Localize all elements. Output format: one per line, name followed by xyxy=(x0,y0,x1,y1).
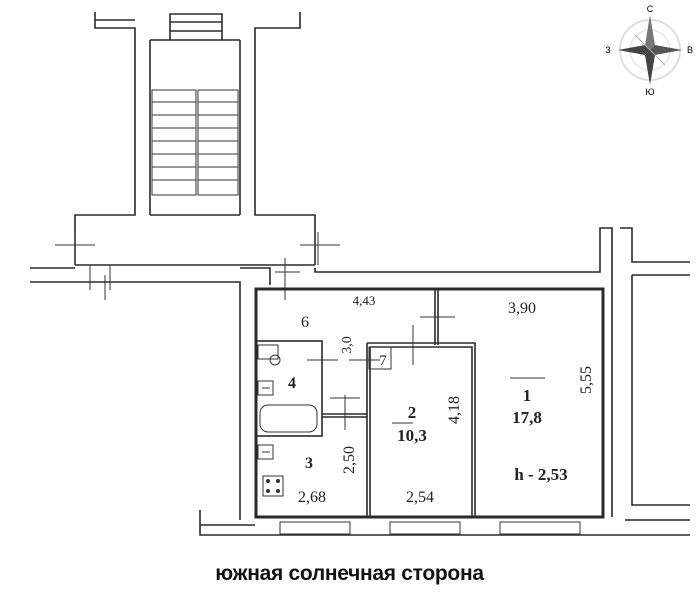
sink-icon xyxy=(257,380,274,396)
bathtub-icon xyxy=(259,404,318,433)
orientation-caption: южная солнечная сторона xyxy=(215,562,484,585)
dim-3-90: 3,90 xyxy=(508,300,536,317)
dim-3-0: 3,0 xyxy=(340,336,355,354)
dim-5-55: 5,55 xyxy=(578,366,595,394)
stove-icon xyxy=(262,475,284,497)
dim-4-43: 4,43 xyxy=(353,293,376,308)
building-walls xyxy=(30,227,690,536)
kitchen-sink-icon xyxy=(257,444,274,460)
compass-icon: С Ю З В xyxy=(605,4,693,97)
compass-west: З xyxy=(605,45,610,55)
dim-4-18: 4,18 xyxy=(446,396,463,424)
compass-east: В xyxy=(687,45,693,55)
stairwell xyxy=(55,12,340,265)
compass-south: Ю xyxy=(645,87,654,97)
room-1-number: 1 xyxy=(523,386,532,405)
room-1-area: 17,8 xyxy=(512,408,542,427)
room-3-number: 3 xyxy=(305,455,313,472)
compass-north: С xyxy=(647,4,654,14)
apartment xyxy=(254,287,605,519)
room-2-area: 10,3 xyxy=(397,426,427,445)
room-4-number: 4 xyxy=(288,375,296,392)
room-2-number: 2 xyxy=(408,403,417,422)
dim-2-54: 2,54 xyxy=(406,489,434,506)
ceiling-height: h - 2,53 xyxy=(514,465,567,484)
room-6-number: 6 xyxy=(301,314,309,331)
toilet-icon xyxy=(257,344,281,366)
room-7-number: 7 xyxy=(379,353,387,369)
stairs xyxy=(151,89,239,196)
dim-2-68: 2,68 xyxy=(298,489,326,506)
dim-2-50: 2,50 xyxy=(341,446,358,474)
